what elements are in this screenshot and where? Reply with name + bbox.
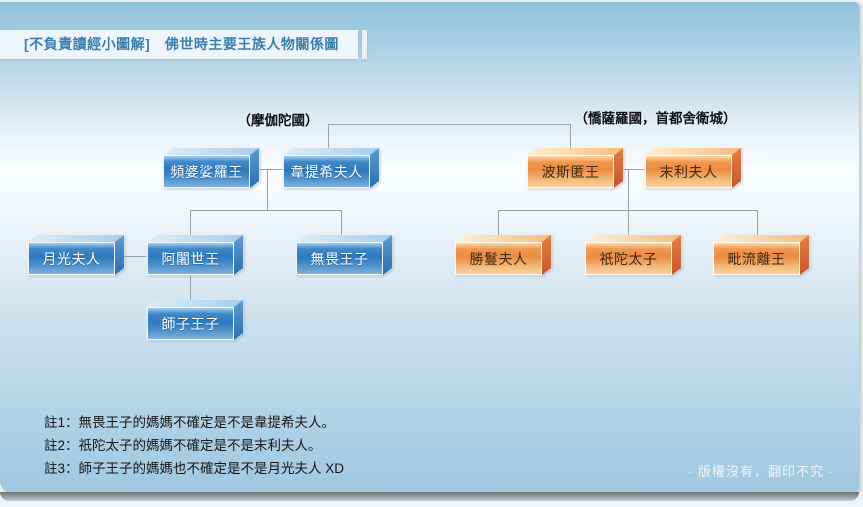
footnote-3: 註3：師子王子的媽媽也不確定是不是月光夫人 XD (44, 461, 345, 476)
node-label: 末利夫人 (645, 155, 732, 188)
node-abhaya: 無畏王子 (296, 235, 392, 275)
connector-drop-abhaya (341, 210, 342, 236)
node-label: 毗流離王 (713, 242, 800, 275)
connector-siblings-right (498, 210, 757, 211)
node-jeta: 祇陀太子 (585, 235, 681, 275)
node-side-face (370, 148, 379, 188)
footnotes: 註1：無畏王子的媽媽不確定是不是韋提希夫人。 註2：祇陀太子的媽媽不確定是不是末… (44, 411, 344, 480)
node-side-face (672, 235, 681, 275)
connector-siblings-left (190, 210, 342, 211)
node-bimbisara: 頻婆娑羅王 (163, 148, 259, 188)
node-vaidehi: 韋提希夫人 (283, 148, 379, 188)
node-lion-prince: 師子王子 (147, 300, 243, 340)
node-side-face (800, 235, 809, 275)
node-top-face (645, 148, 741, 155)
node-side-face (234, 235, 243, 275)
node-top-face (283, 148, 379, 155)
node-top-face (585, 235, 681, 242)
node-ajatashatru: 阿闍世王 (147, 235, 243, 275)
node-side-face (542, 235, 551, 275)
slide-bottom-edge (0, 492, 859, 501)
node-label: 祇陀太子 (585, 242, 672, 275)
node-top-face (147, 300, 243, 307)
node-side-face (732, 148, 741, 188)
node-mallika: 末利夫人 (645, 148, 741, 188)
kosala-country-label: （憍薩羅國，首都舍衛城） (574, 111, 737, 126)
connector-drop-ajatashatru (190, 210, 191, 236)
node-top-face (163, 148, 259, 155)
node-top-face (296, 235, 392, 242)
node-side-face (614, 148, 623, 188)
node-label: 波斯匿王 (527, 155, 614, 188)
connector-drop-shrimala (498, 210, 499, 236)
node-side-face (383, 235, 392, 275)
connector-drop-virudhaka (757, 210, 758, 236)
node-shrimala: 勝鬘夫人 (455, 235, 551, 275)
node-moonlight-consort: 月光夫人 (28, 235, 124, 275)
footnote-1: 註1：無畏王子的媽媽不確定是不是韋提希夫人。 (44, 415, 336, 430)
node-top-face (527, 148, 623, 155)
node-virudhaka: 毗流離王 (713, 235, 809, 275)
node-label: 月光夫人 (28, 242, 115, 275)
connector-vaidehi-pasenadi (328, 124, 571, 125)
connector-parents-drop-right (628, 169, 629, 236)
copyright-line: · 版權沒有，翻印不究 · (688, 464, 834, 479)
footnote-2: 註2：祇陀太子的媽媽不確定是不是末利夫人。 (44, 438, 322, 453)
node-label: 師子王子 (147, 307, 234, 340)
title-accent-bar (362, 30, 367, 59)
node-label: 頻婆娑羅王 (163, 155, 250, 188)
connector-marriage-moonlight-ajatashatru (115, 256, 147, 257)
connector-drop-lion-prince (190, 275, 191, 301)
connector-pasenadi-up (570, 124, 571, 148)
node-label: 勝鬘夫人 (455, 242, 542, 275)
node-top-face (455, 235, 551, 242)
node-label: 韋提希夫人 (283, 155, 370, 188)
node-side-face (115, 235, 124, 275)
node-side-face (250, 148, 259, 188)
connector-marriage-bimbisara-vaidehi (250, 169, 283, 170)
node-pasenadi: 波斯匿王 (527, 148, 623, 188)
node-label: 無畏王子 (296, 242, 383, 275)
connector-vaidehi-up (328, 124, 329, 148)
page-title: [不負責讀經小圖解] 佛世時主要王族人物關係圖 (0, 30, 358, 59)
magadha-country-label: （摩伽陀國） (237, 113, 319, 128)
node-top-face (147, 235, 243, 242)
node-label: 阿闍世王 (147, 242, 234, 275)
connector-parents-drop-left (267, 169, 268, 210)
node-side-face (234, 300, 243, 340)
node-top-face (28, 235, 124, 242)
node-top-face (713, 235, 809, 242)
connector-marriage-pasenadi-mallika (614, 169, 645, 170)
